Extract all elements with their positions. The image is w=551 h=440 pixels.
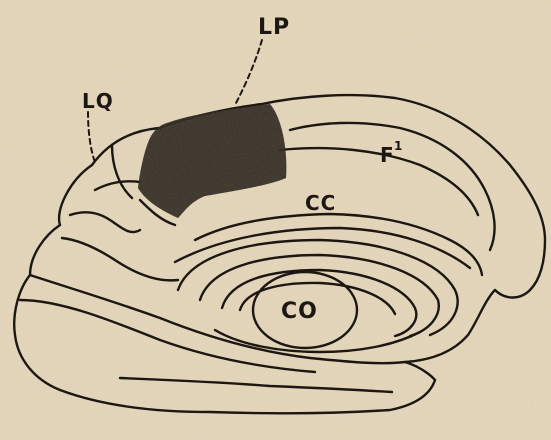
label-f1: F <box>380 143 395 167</box>
label-lq: LQ <box>82 89 114 113</box>
label-cc: CC <box>305 191 336 215</box>
label-co: CO <box>281 299 318 324</box>
label-f1-superscript: 1 <box>394 139 403 153</box>
label-lp: LP <box>258 15 290 40</box>
